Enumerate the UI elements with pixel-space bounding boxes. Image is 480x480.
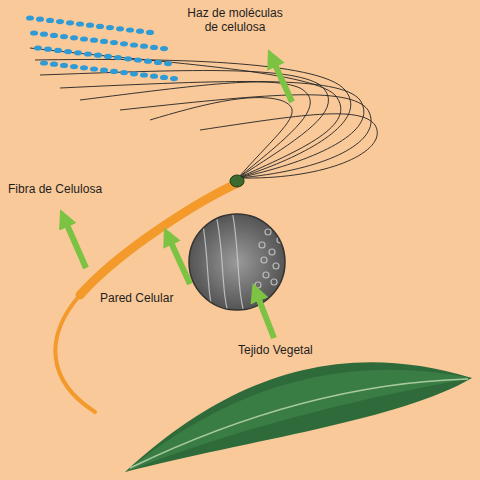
molecule-dot [120, 70, 128, 75]
molecule-dot [54, 48, 62, 53]
molecule-bundle [30, 48, 377, 178]
molecule-dot [80, 36, 88, 41]
molecule-dot [84, 51, 92, 56]
molecule-dot [170, 76, 178, 81]
molecule-dot [150, 74, 158, 79]
molecule-dot [46, 18, 54, 23]
tissue-label: Tejido Vegetal [238, 343, 313, 357]
molecule-dot [120, 41, 128, 46]
molecule-dot [90, 38, 98, 43]
molecule-dot [150, 45, 158, 50]
molecule-dot [160, 46, 168, 51]
molecule-dot [60, 63, 68, 68]
molecule-dot [30, 30, 38, 35]
molecule-dot [60, 34, 68, 39]
molecule-dot [140, 44, 148, 49]
molecule-dot [110, 69, 118, 74]
pointer-arrows [64, 58, 292, 338]
molecule-dot [140, 72, 148, 77]
molecule-dot [154, 60, 162, 65]
molecule-dot [86, 23, 94, 28]
molecule-dot [44, 47, 52, 52]
molecule-dot [144, 59, 152, 64]
molecule-dot [126, 27, 134, 32]
micrograph [189, 210, 285, 320]
molecule-dot [80, 65, 88, 70]
molecule-dot [74, 50, 82, 55]
molecule-dot [96, 24, 104, 29]
wall-label: Pared Celular [100, 291, 173, 305]
molecule-dot [160, 75, 168, 80]
molecule-dot [100, 68, 108, 73]
molecule-dot [50, 62, 58, 67]
molecule-dot [70, 35, 78, 40]
molecule-dot [116, 26, 124, 31]
molecule-dot [104, 54, 112, 59]
molecule-dot [164, 61, 172, 66]
molecule-dots [26, 15, 178, 81]
molecule-dot [134, 57, 142, 62]
molecule-dot [114, 55, 122, 60]
molecule-dot [130, 71, 138, 76]
molecule-dot [56, 19, 64, 24]
molecule-dot [124, 56, 132, 61]
molecule-dot [130, 42, 138, 47]
molecule-dot [64, 49, 72, 54]
molecule-dot [70, 64, 78, 69]
molecule-dot [40, 60, 48, 65]
molecule-dot [40, 32, 48, 37]
molecule-dot [100, 39, 108, 44]
molecule-dot [146, 30, 154, 35]
molecule-dot [26, 15, 34, 20]
molecule-dot [136, 29, 144, 34]
molecule-dot [106, 25, 114, 30]
molecule-dot [36, 17, 44, 22]
molecule-dot [76, 21, 84, 26]
molecule-dot [90, 66, 98, 71]
molecule-dot [66, 20, 74, 25]
leaf [125, 362, 472, 472]
molecule-dot [50, 33, 58, 38]
fibre-label: Fibra de Celulosa [8, 182, 102, 196]
molecule-dot [34, 45, 42, 50]
bundle-label: Haz de moléculas de celulosa [185, 6, 285, 34]
molecule-dot [110, 40, 118, 45]
molecule-dot [94, 53, 102, 58]
